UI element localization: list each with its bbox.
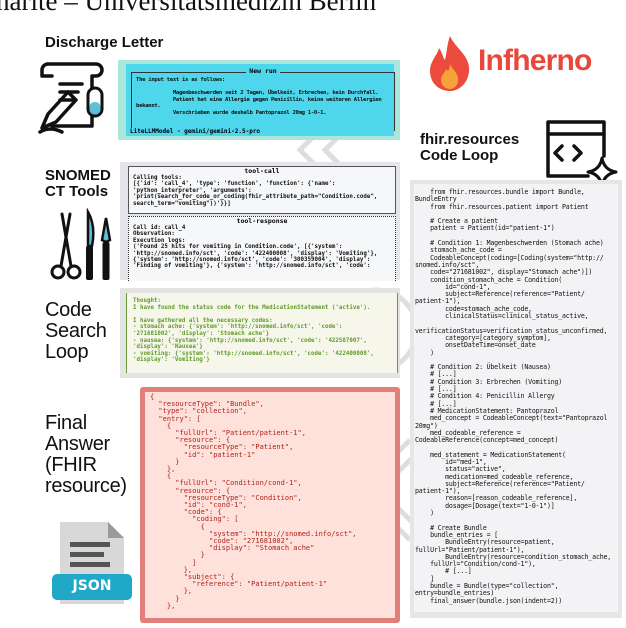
thought-text: Thought: I have found the status code fo… <box>133 298 374 364</box>
discharge-letter-label: Discharge Letter <box>45 34 164 51</box>
new-run-title-wrap: New run <box>131 67 395 75</box>
final-answer-label-line4: resource) <box>45 475 127 497</box>
fhir-label-line1: fhir.resources <box>420 131 520 148</box>
json-file-icon: JSON <box>52 520 132 606</box>
new-run-title: New run <box>246 67 280 75</box>
thought-box: Thought: I have found the status code fo… <box>126 293 398 373</box>
discharge-run-inner <box>126 64 394 136</box>
fhir-code-box: from fhir.resources.bundle import Bundle… <box>414 184 618 612</box>
final-answer-json-box: { "resourceType": "Bundle", "type": "col… <box>140 387 400 623</box>
tool-call-title: tool-call <box>244 167 280 175</box>
final-answer-label-line1: Final <box>45 412 87 434</box>
code-search-label-line2: Search <box>45 320 107 342</box>
surgical-tools-icon <box>50 208 112 280</box>
fhir-code-text: from fhir.resources.bundle import Bundle… <box>415 188 612 605</box>
flame-icon <box>430 36 470 91</box>
json-icon-text: JSON <box>72 578 112 594</box>
code-search-label-line3: Loop <box>45 341 89 363</box>
snomed-label-line1: SNOMED <box>45 167 111 184</box>
affiliation-text: harité – Universitätsmedizin Berlin <box>0 0 377 16</box>
final-answer-label: Final Answer (FHIR resource) <box>45 413 127 497</box>
infherno-logo-text: Infherno <box>478 44 592 77</box>
model-footer: LiteLLMModel - gemini/gemini-2.5-pro <box>130 128 263 135</box>
tool-response-box: tool-response Call id: call_4 Observatio… <box>128 216 396 281</box>
document-pen-pill-icon <box>38 62 104 134</box>
final-json-text: { "resourceType": "Bundle", "type": "col… <box>150 393 357 610</box>
snomed-tools-label: SNOMED CT Tools <box>45 168 111 200</box>
final-answer-label-line2: Answer <box>45 433 110 455</box>
fhir-label-line2: Code Loop <box>420 146 499 164</box>
code-search-label-line1: Code <box>45 299 92 321</box>
fhir-code-loop-label: fhir.resources Code Loop <box>420 132 519 164</box>
code-search-loop-label: Code Search Loop <box>45 300 107 363</box>
final-answer-label-line3: (FHIR <box>45 454 97 476</box>
tool-response-title: tool-response <box>236 217 288 225</box>
snomed-label-line2: CT Tools <box>45 182 109 200</box>
tool-call-text: Calling tools: [{'id': 'call_4', 'type':… <box>133 175 378 207</box>
tool-call-box: tool-call Calling tools: [{'id': 'call_4… <box>128 166 396 214</box>
discharge-input-text: The input text is as follows: Magenbesch… <box>136 77 382 116</box>
tool-response-text: Call id: call_4 Observation: Execution l… <box>133 225 378 270</box>
